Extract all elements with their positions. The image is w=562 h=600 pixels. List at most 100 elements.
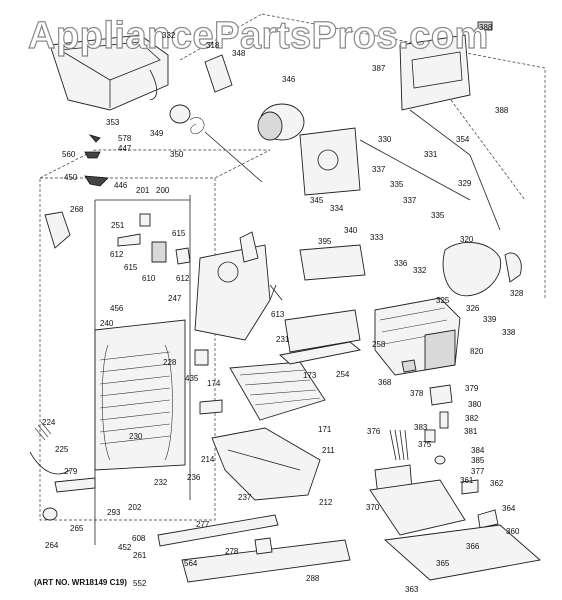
callout-label: 337 — [403, 196, 417, 205]
callout-label: 447 — [118, 144, 132, 153]
callout-label: 174 — [207, 379, 221, 388]
callout-label: 381 — [464, 427, 478, 436]
callout-label: 224 — [42, 418, 56, 427]
icemaker-part — [299, 109, 522, 376]
screw-parts — [44, 134, 109, 249]
callout-label: 346 — [282, 75, 296, 84]
callout-label: 383 — [414, 423, 428, 432]
callout-label: 362 — [490, 479, 504, 488]
callout-label: 331 — [424, 150, 438, 159]
callout-label: 231 — [276, 335, 290, 344]
callout-label: 200 — [156, 186, 170, 195]
callout-label: 330 — [378, 135, 392, 144]
callout-label: 278 — [225, 547, 239, 556]
callout-label: 363 — [405, 585, 419, 594]
callout-label: 578 — [118, 134, 132, 143]
callout-label: 258 — [372, 340, 386, 349]
callout-label: 379 — [465, 384, 479, 393]
dispenser-door-part — [399, 21, 493, 111]
callout-label: 560 — [62, 150, 76, 159]
callout-label: 378 — [410, 389, 424, 398]
callout-label: 365 — [436, 559, 450, 568]
callout-label: 615 — [172, 229, 186, 238]
callout-label: 247 — [168, 294, 182, 303]
watermark-text: AppliancePartsPros.com — [28, 15, 489, 57]
callout-label: 564 — [184, 559, 198, 568]
shelf-parts — [194, 244, 366, 501]
callout-label: 388 — [479, 23, 493, 32]
callout-labels: 332 318 348 353 346 578 447 560 349 350 … — [42, 23, 524, 594]
callout-label: 171 — [318, 425, 332, 434]
callout-label: 456 — [110, 304, 124, 313]
callout-label: 228 — [163, 358, 177, 367]
callout-label: 279 — [64, 467, 78, 476]
callout-label: 354 — [456, 135, 470, 144]
callout-label: 332 — [162, 31, 176, 40]
callout-label: 326 — [466, 304, 480, 313]
callout-label: 173 — [303, 371, 317, 380]
callout-label: 615 — [124, 263, 138, 272]
callout-label: 212 — [319, 498, 333, 507]
callout-label: 435 — [185, 374, 199, 383]
callout-label: 349 — [150, 129, 164, 138]
bottom-grille-parts — [29, 421, 351, 583]
callout-label: 325 — [436, 296, 450, 305]
callout-label: 610 — [142, 274, 156, 283]
callout-label: 254 — [336, 370, 350, 379]
callout-label: 202 — [128, 503, 142, 512]
callout-label: 261 — [133, 551, 147, 560]
callout-label: 240 — [100, 319, 114, 328]
callout-label: 382 — [465, 414, 479, 423]
callout-label: 384 — [471, 446, 485, 455]
callout-label: 288 — [306, 574, 320, 583]
callout-label: 211 — [322, 446, 335, 455]
callout-label: 345 — [310, 196, 324, 205]
callout-label: 334 — [330, 204, 344, 213]
callout-label: 612 — [176, 274, 190, 283]
control-parts — [369, 359, 541, 581]
callout-label: 388 — [495, 106, 509, 115]
callout-label: 446 — [114, 181, 128, 190]
callout-label: 237 — [238, 493, 252, 502]
art-number: (ART NO. WR18149 C19) — [34, 578, 127, 587]
callout-label: 387 — [372, 64, 386, 73]
callout-label: 335 — [390, 180, 404, 189]
callout-label: 264 — [45, 541, 59, 550]
callout-label: 333 — [370, 233, 384, 242]
callout-label: 265 — [70, 524, 84, 533]
callout-label: 385 — [471, 456, 485, 465]
callout-label: 335 — [431, 211, 445, 220]
callout-label: 230 — [129, 432, 143, 441]
callout-label: 613 — [271, 310, 285, 319]
callout-label: 268 — [70, 205, 84, 214]
callout-label: 328 — [510, 289, 524, 298]
callout-label: 293 — [107, 508, 121, 517]
callout-label: 612 — [110, 250, 124, 259]
callout-label: 348 — [232, 49, 246, 58]
callout-label: 339 — [483, 315, 497, 324]
callout-label: 332 — [413, 266, 427, 275]
callout-label: 380 — [468, 400, 482, 409]
callout-label: 552 — [133, 579, 147, 588]
callout-label: 201 — [136, 186, 150, 195]
callout-label: 377 — [471, 467, 485, 476]
callout-label: 225 — [55, 445, 69, 454]
callout-label: 353 — [106, 118, 120, 127]
callout-label: 366 — [466, 542, 480, 551]
callout-label: 361 — [460, 476, 474, 485]
callout-label: 336 — [394, 259, 408, 268]
evaporator-part — [94, 319, 186, 471]
callout-label: 364 — [502, 504, 516, 513]
callout-label: 329 — [458, 179, 472, 188]
ice-bucket-part — [49, 34, 169, 111]
callout-label: 320 — [460, 235, 474, 244]
callout-label: 370 — [366, 503, 380, 512]
callout-label: 368 — [378, 378, 392, 387]
callout-label: 820 — [470, 347, 484, 356]
callout-label: 337 — [372, 165, 386, 174]
callout-label: 450 — [64, 173, 78, 182]
callout-label: 360 — [506, 527, 520, 536]
callout-label: 338 — [502, 328, 516, 337]
callout-label: 452 — [118, 543, 132, 552]
